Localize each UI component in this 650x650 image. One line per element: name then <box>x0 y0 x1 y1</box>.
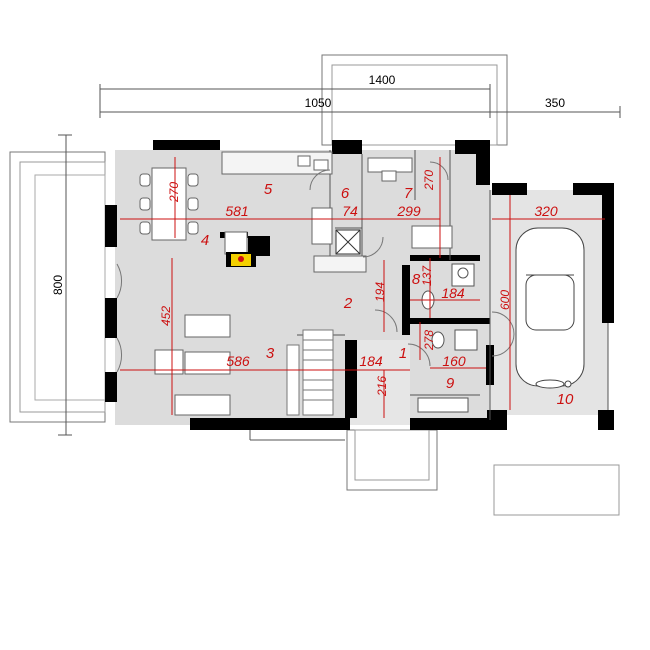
dim-pantry-width: 74 <box>342 203 358 219</box>
dim-garage-depth: 600 <box>498 290 512 310</box>
room-number-7: 7 <box>404 185 413 202</box>
overall-dimension-lines <box>58 84 621 436</box>
fireplace <box>226 252 256 267</box>
car-icon <box>515 227 585 389</box>
room-number-2: 2 <box>343 295 353 312</box>
dim-room7-height: 270 <box>422 170 436 191</box>
room-number-6: 6 <box>341 185 350 202</box>
kitchen-counter <box>221 151 367 273</box>
dim-entry-depth: 216 <box>375 376 389 397</box>
dim-living-width: 586 <box>226 353 250 369</box>
dim-utility-width: 160 <box>442 353 466 369</box>
dim-kitchen-width: 581 <box>225 203 248 219</box>
dim-living-depth: 452 <box>159 306 173 326</box>
room7-furniture <box>367 157 453 249</box>
staircase <box>286 329 334 416</box>
room-number-5: 5 <box>264 181 273 198</box>
room-number-3: 3 <box>266 345 275 362</box>
terrace-top <box>321 54 508 146</box>
dim-depth: 800 <box>51 275 65 295</box>
room-number-4: 4 <box>201 232 209 249</box>
dining-table <box>139 167 199 241</box>
room-number-10: 10 <box>557 391 574 408</box>
interior-dimension-lines <box>120 157 605 418</box>
dim-dining-height: 270 <box>167 182 181 203</box>
terrace-left <box>9 151 106 423</box>
room-number-1: 1 <box>399 345 407 362</box>
dim-total-width: 1400 <box>369 73 396 87</box>
dim-bath-width: 137 <box>420 265 434 286</box>
dim-hall-depth: 194 <box>373 282 387 302</box>
dim-bath-depth: 184 <box>441 285 465 301</box>
door-swings <box>116 161 515 373</box>
driveway <box>493 464 620 516</box>
room-number-8: 8 <box>412 271 421 288</box>
dim-garage-width: 320 <box>534 203 558 219</box>
dim-entry-width: 184 <box>359 353 383 369</box>
entrance-steps <box>346 429 438 491</box>
dim-room7-width: 299 <box>396 203 421 219</box>
bathroom-fixtures <box>417 263 478 413</box>
room-number-9: 9 <box>446 375 455 392</box>
dim-part-b: 350 <box>545 96 565 110</box>
dim-part-a: 1050 <box>305 96 332 110</box>
dim-wc-depth: 278 <box>422 330 436 351</box>
walls <box>105 140 614 430</box>
